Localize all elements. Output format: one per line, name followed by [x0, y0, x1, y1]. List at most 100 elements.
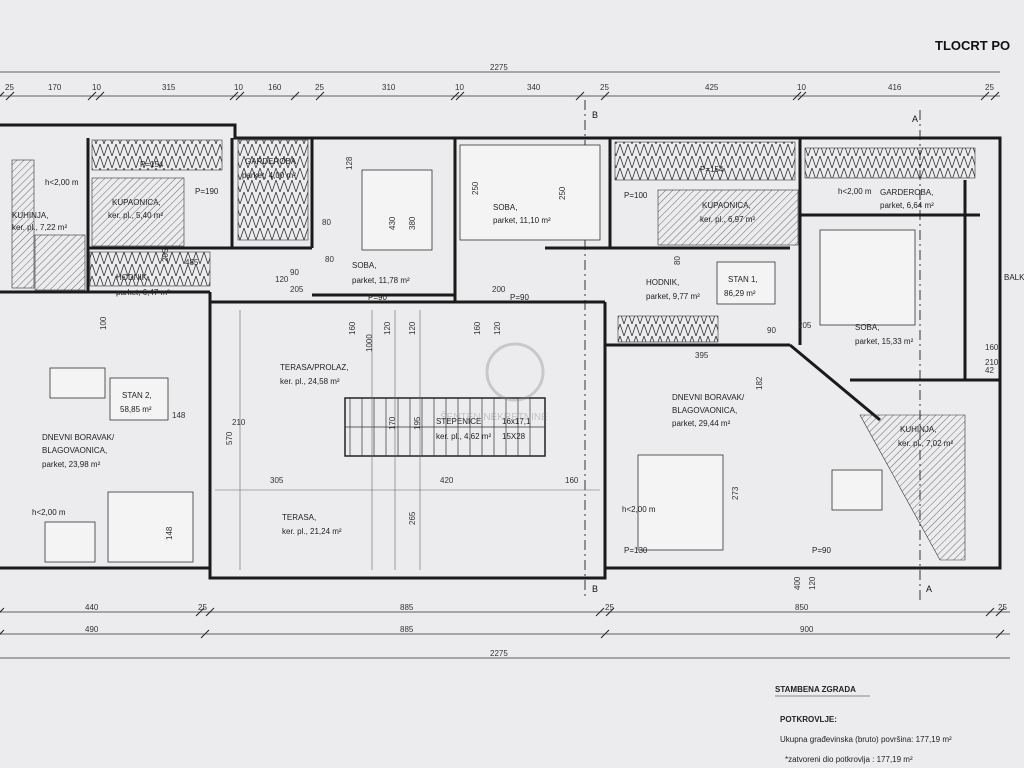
stan2-wardrobe-2 [237, 139, 309, 241]
stan1-boravak-area: parket, 29,44 m² [672, 419, 731, 428]
inner-dim-21: 305 [270, 476, 284, 485]
inner-dim-25: 210 [232, 418, 246, 427]
terasa-name: TERASA, [282, 513, 316, 522]
stan2-garderoba-name: GARDEROBA, [245, 157, 298, 166]
terasa-area: ker. pl., 21,24 m² [282, 527, 342, 536]
stan1-kupaonica-area: ker. pl., 6,97 m² [700, 215, 755, 224]
stan2-kuhinja-name: KUHINJA, [12, 211, 48, 220]
stair-count: 16x17,1 [502, 417, 531, 426]
inner-dim-17: 195 [413, 416, 422, 430]
stair-size: 15X28 [502, 432, 526, 441]
stan1-hodnik-area: parket, 9,77 m² [646, 292, 700, 301]
inner-dim-24: 570 [225, 431, 234, 445]
stan1-kuhinja-name: KUHINJA, [900, 425, 936, 434]
stan2-kitchen-height: h<2,00 m [45, 178, 79, 187]
total-bottom-dim: 2275 [490, 649, 508, 658]
stan2-kitchen-counter [11, 159, 35, 289]
inner-dim-37: 210 [985, 358, 999, 367]
mid-soba-area: parket, 11,10 m² [493, 216, 551, 225]
fixtures [11, 139, 976, 563]
opening-p154-1: P=154 [140, 160, 164, 169]
top-dim-5: 160 [268, 83, 282, 92]
unit-labels: STAN 2, 58,85 m² STAN 1, 86,29 m² [120, 275, 758, 414]
inner-dim-14: 1000 [365, 334, 374, 352]
inner-dim-4: 80 [322, 218, 331, 227]
stan1-kupaonica-name: KUPAONICA, [702, 201, 751, 210]
stan2-bath-hatch [91, 177, 185, 247]
stan2-sofa [107, 491, 194, 563]
stan1-bath-hatch [657, 189, 799, 246]
mid-soba-name: SOBA, [493, 203, 517, 212]
top-dim-10: 25 [600, 83, 609, 92]
bottom-dim-a-3: 25 [605, 603, 614, 612]
stan1-room-height: h<2,00 m [622, 505, 656, 514]
top-dim-14: 25 [985, 83, 994, 92]
section-a-top: A [912, 114, 918, 124]
inner-dim-15: 160 [348, 321, 357, 335]
top-tick-10 [575, 91, 585, 101]
bottom-tick-a-1 [195, 607, 205, 617]
top-tick-5 [235, 91, 245, 101]
inner-dim-9: 205 [290, 285, 304, 294]
stan1-boravak-name2: BLAGOVAONICA, [672, 406, 737, 415]
bottom-tick-a-2 [205, 607, 215, 617]
watermark: ŠENTEN NEKRETNINE [440, 342, 548, 423]
inner-dim-28: 80 [673, 256, 682, 265]
top-dim-6: 25 [315, 83, 324, 92]
staircase [344, 397, 546, 457]
stan2-armchair [44, 521, 96, 563]
top-dim-3: 315 [162, 83, 176, 92]
inner-dim-8: 90 [290, 268, 299, 277]
top-dim-12: 10 [797, 83, 806, 92]
watermark-text: ŠENTEN NEKRETNINE [440, 410, 548, 423]
inner-dim-20: 120 [493, 321, 502, 335]
stan1-sofa [637, 454, 724, 551]
mid-room-bed [459, 144, 601, 241]
stan2-kupaonica-name: KUPAONICA, [112, 198, 161, 207]
top-tick-2 [87, 91, 97, 101]
stan1-name: STAN 1, [728, 275, 758, 284]
opening-p90-1: P=90 [368, 293, 387, 302]
inner-dim-7: 120 [275, 275, 289, 284]
bottom-dim-a-5: 25 [998, 603, 1007, 612]
inner-dim-19: 160 [473, 321, 482, 335]
top-dim-1: 170 [48, 83, 62, 92]
inner-dim-36: 160 [985, 343, 999, 352]
stan2-kitchen-hatch [34, 234, 86, 291]
bottom-dim-b-1: 885 [400, 625, 414, 634]
top-tick-6 [290, 91, 300, 101]
balkon-name: BALK [1004, 273, 1024, 282]
walls [0, 123, 1002, 580]
section-b-bottom: B [592, 584, 598, 594]
inner-dim-32: 120 [808, 576, 817, 590]
top-dim-13: 416 [888, 83, 902, 92]
terasa-prolaz-area: ker. pl., 24,58 m² [280, 377, 340, 386]
top-dim-11: 425 [705, 83, 719, 92]
stan2-boravak-area: parket, 23,98 m² [42, 460, 101, 469]
stan2-kuhinja-area: ker. pl., 7,22 m² [12, 223, 67, 232]
inner-dim-0: 128 [345, 156, 354, 170]
bottom-dim-a-1: 25 [198, 603, 207, 612]
inner-dim-16: 120 [408, 321, 417, 335]
notes: STAMBENA ZGRADA POTKROVLJE: Ukupna građe… [775, 685, 952, 764]
bottom-tick-a-5 [985, 607, 995, 617]
stepenice-name: STEPENICE [436, 417, 481, 426]
stan1-garderoba-name: GARDEROBA, [880, 188, 933, 197]
bottom-tick-a-0 [0, 607, 5, 613]
stan2-boravak-name: DNEVNI BORAVAK/ [42, 433, 115, 442]
stan1-area: 86,29 m² [724, 289, 756, 298]
top-tick-12 [792, 91, 802, 101]
inner-dim-22: 420 [440, 476, 454, 485]
stan2-wardrobe-1 [91, 139, 223, 171]
bottom-dim-a-2: 885 [400, 603, 414, 612]
section-b-top: B [592, 110, 598, 120]
top-dim-9: 340 [527, 83, 541, 92]
inner-dim-33: 400 [793, 576, 802, 590]
bottom-dim-a-4: 850 [795, 603, 809, 612]
stan2-name: STAN 2, [122, 391, 152, 400]
stan1-dining-table [831, 469, 883, 511]
top-tick-14 [980, 91, 990, 101]
